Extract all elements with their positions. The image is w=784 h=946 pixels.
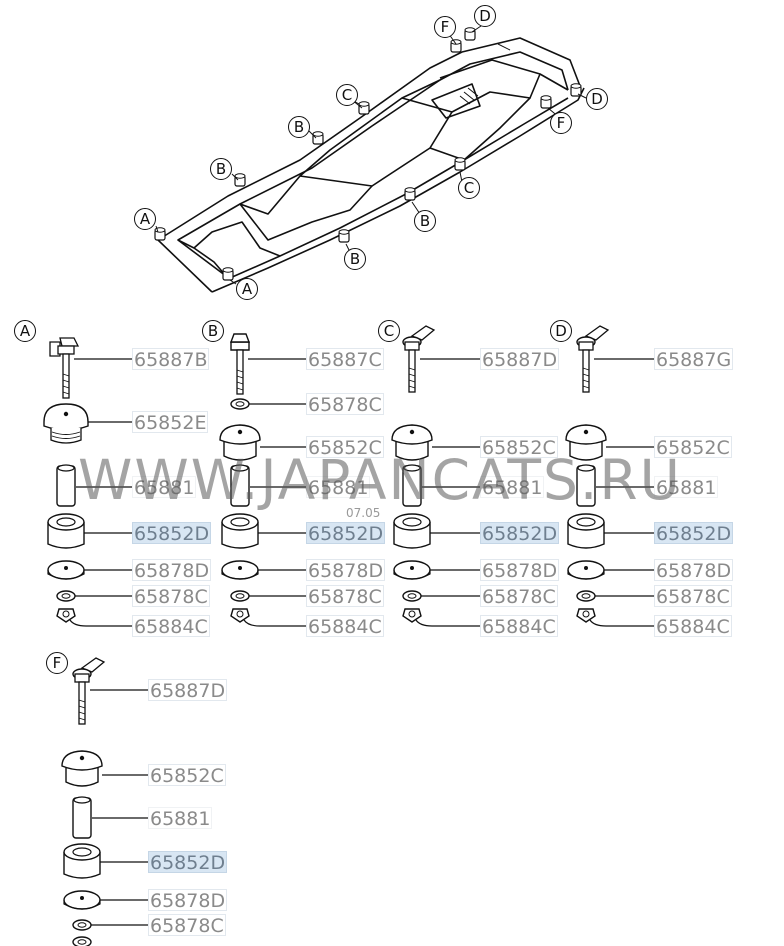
part-link-b-lower-cushion[interactable]: 65852D xyxy=(306,522,386,545)
part-link-c-nut[interactable]: 65884C xyxy=(480,615,558,638)
group-c-mark: C xyxy=(378,320,400,342)
part-link-b-nut[interactable]: 65884C xyxy=(306,615,384,638)
callout-f-frame-right: F xyxy=(550,112,572,134)
part-link-b-sleeve[interactable]: 65881 xyxy=(306,476,371,499)
part-link-d-upper-cushion[interactable]: 65852C xyxy=(654,436,732,459)
part-link-a-small-washer[interactable]: 65878C xyxy=(132,585,210,608)
part-link-d-sleeve[interactable]: 65881 xyxy=(654,476,719,499)
part-link-d-washer[interactable]: 65878D xyxy=(654,559,734,582)
group-d-parts xyxy=(565,325,654,627)
part-link-c-lower-cushion[interactable]: 65852D xyxy=(480,522,560,545)
part-link-b-small-washer[interactable]: 65878C xyxy=(306,585,384,608)
callout-a-frame-left: A xyxy=(134,208,156,230)
part-link-d-small-washer[interactable]: 65878C xyxy=(654,585,732,608)
callout-b-frame-right: B xyxy=(414,210,436,232)
callout-d-frame-right: D xyxy=(586,88,608,110)
frame-leader-lines xyxy=(155,23,587,285)
callout-c-frame-top: C xyxy=(336,84,358,106)
part-link-f-bolt[interactable]: 65887D xyxy=(148,679,228,702)
part-link-f-lower-cushion[interactable]: 65852D xyxy=(148,851,228,874)
group-f-mark: F xyxy=(46,652,68,674)
group-f-parts xyxy=(61,657,148,946)
group-d-mark: D xyxy=(550,320,572,342)
callout-b-frame-top: B xyxy=(288,116,310,138)
group-b-parts xyxy=(219,333,306,627)
part-link-b-washer[interactable]: 65878D xyxy=(306,559,386,582)
part-link-a-nut[interactable]: 65884C xyxy=(132,615,210,638)
part-link-c-washer[interactable]: 65878D xyxy=(480,559,560,582)
part-link-f-upper-cushion[interactable]: 65852C xyxy=(148,764,226,787)
group-a-mark: A xyxy=(14,320,36,342)
callout-b-frame-left: B xyxy=(210,158,232,180)
group-a-parts xyxy=(43,337,132,627)
part-link-c-bolt[interactable]: 65887D xyxy=(480,348,560,371)
part-link-a-bolt[interactable]: 65887B xyxy=(132,348,210,371)
part-link-a-upper-cushion[interactable]: 65852E xyxy=(132,411,209,434)
part-link-d-bolt[interactable]: 65887G xyxy=(654,348,734,371)
callout-f-frame-top: F xyxy=(434,16,456,38)
group-c-parts xyxy=(391,325,480,627)
part-link-b-top-washer[interactable]: 65878C xyxy=(306,393,384,416)
part-link-a-lower-cushion[interactable]: 65852D xyxy=(132,522,212,545)
part-link-d-lower-cushion[interactable]: 65852D xyxy=(654,522,734,545)
part-link-b-upper-cushion[interactable]: 65852C xyxy=(306,436,384,459)
frame-mount-points xyxy=(154,27,582,281)
callout-d-frame-top: D xyxy=(474,5,496,27)
part-link-c-upper-cushion[interactable]: 65852C xyxy=(480,436,558,459)
watermark-date: 07.05 xyxy=(346,506,381,520)
group-b-mark: B xyxy=(202,320,224,342)
part-link-b-bolt[interactable]: 65887C xyxy=(306,348,384,371)
part-link-a-washer[interactable]: 65878D xyxy=(132,559,212,582)
part-link-a-sleeve[interactable]: 65881 xyxy=(132,476,197,499)
part-link-f-sleeve[interactable]: 65881 xyxy=(148,807,213,830)
part-link-f-washer[interactable]: 65878D xyxy=(148,889,228,912)
callout-c-frame-right: C xyxy=(458,177,480,199)
part-link-d-nut[interactable]: 65884C xyxy=(654,615,732,638)
callout-a-frame-bottom: A xyxy=(236,278,258,300)
part-link-c-sleeve[interactable]: 65881 xyxy=(480,476,545,499)
part-link-f-small-washer[interactable]: 65878C xyxy=(148,914,226,937)
callout-b-frame-bottom: B xyxy=(344,248,366,270)
part-link-c-small-washer[interactable]: 65878C xyxy=(480,585,558,608)
